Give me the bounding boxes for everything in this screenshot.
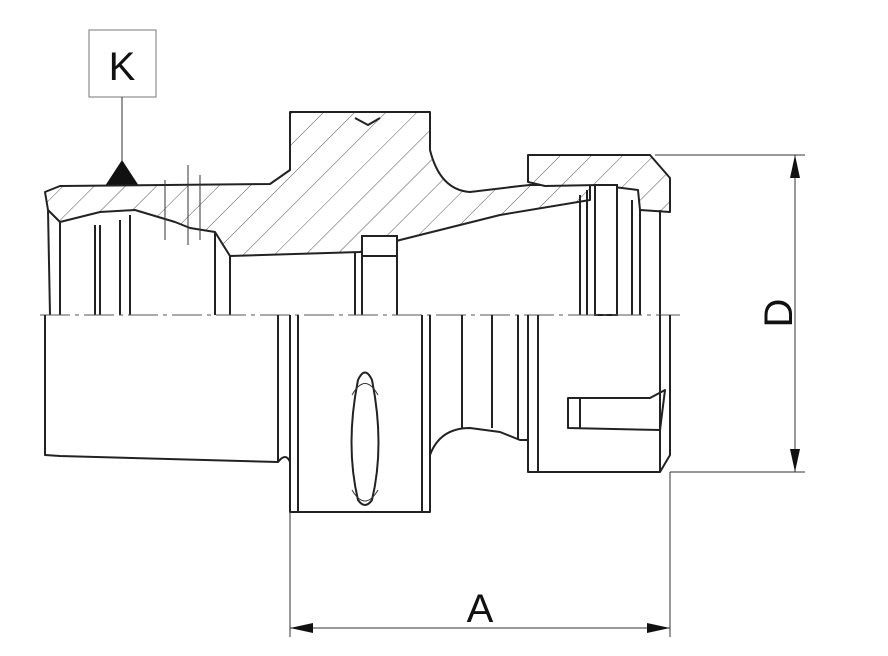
arrow-left-icon	[290, 623, 313, 633]
datum-triangle-icon	[105, 160, 139, 186]
dimension-d: D	[655, 154, 805, 473]
datum-box	[88, 29, 157, 98]
dimension-d-label: D	[757, 299, 801, 328]
datum-label: K	[109, 45, 136, 89]
dimension-a-label: A	[467, 587, 494, 631]
arrow-up-icon	[790, 155, 800, 178]
datum-k-marker: K	[88, 29, 157, 186]
dimension-a: A	[289, 472, 671, 637]
arrow-right-icon	[647, 623, 670, 633]
section-upper-half	[44, 111, 671, 316]
arrow-down-icon	[790, 449, 800, 472]
outline-lower-half	[44, 315, 671, 513]
